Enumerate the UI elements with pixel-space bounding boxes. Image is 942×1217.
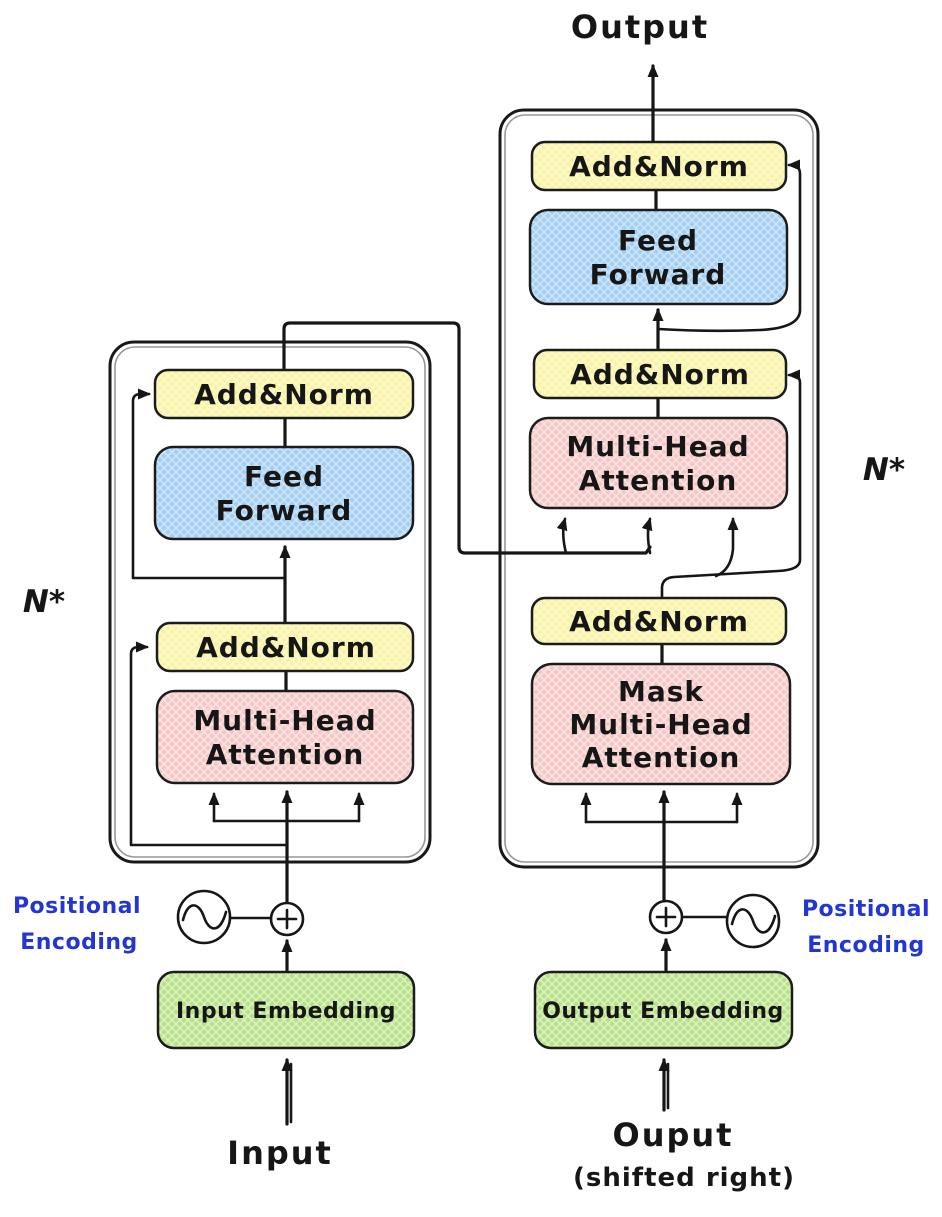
decoder-feed-forward-box xyxy=(528,208,789,306)
decoder-input-section: Positional Encoding Output Embedding Oup… xyxy=(533,893,930,1193)
output-shifted-label-2: (shifted right) xyxy=(573,1163,795,1193)
encoder-feed-forward-label-1: Feed xyxy=(244,460,324,493)
decoder-repeat-label: N* xyxy=(863,452,905,488)
decoder-feed-forward-label-1: Feed xyxy=(618,224,698,257)
decoder-cross-attn-arrow-right xyxy=(714,517,739,578)
encoder-residual-wire-top xyxy=(131,388,287,580)
encoder-to-decoder-wire xyxy=(282,321,652,555)
encoder-block: Add&Norm Feed Forward Add&Norm Multi-Hea… xyxy=(108,321,652,904)
decoder-masked-mha-label-3: Attention xyxy=(582,741,741,774)
encoder-feed-forward-label-2: Forward xyxy=(216,494,353,527)
decoder-mha-label-2: Attention xyxy=(579,464,738,497)
decoder-mha-box xyxy=(528,416,789,510)
plus-circle-icon xyxy=(269,901,305,937)
decoder-mha-residual-wire xyxy=(660,369,802,599)
decoder-feed-forward-label-2: Forward xyxy=(590,258,727,291)
encoder-input-section: Positional Encoding Input Embedding Inpu… xyxy=(13,889,416,1172)
encoder-feed-forward-box xyxy=(153,445,415,541)
decoder-add-norm-mid-box xyxy=(532,348,788,400)
decoder-masked-mha-box xyxy=(530,662,792,786)
encoder-mha-label-2: Attention xyxy=(206,738,365,771)
decoder-add-norm-bottom-label: Add&Norm xyxy=(569,605,749,638)
decoder-ff-residual-wire xyxy=(656,159,802,333)
encoder-outline xyxy=(108,340,432,864)
input-embedding-box xyxy=(156,970,416,1050)
decoder-masked-mha-label-1: Mask xyxy=(618,675,704,708)
encoder-positional-label-1: Positional xyxy=(13,894,141,919)
encoder-add-norm-top-box xyxy=(153,368,415,420)
decoder-mha-label-1: Multi-Head xyxy=(566,430,749,463)
decoder-add-norm-mid-label: Add&Norm xyxy=(570,358,750,391)
encoder-add-norm-top-label: Add&Norm xyxy=(194,378,374,411)
sine-wave-glyph xyxy=(730,908,777,934)
sine-wave-glyph xyxy=(181,904,228,930)
decoder-cross-attn-arrow-left xyxy=(556,517,568,555)
decoder-outline-sketch xyxy=(504,114,814,863)
encoder-mha-box xyxy=(155,689,415,785)
encoder-positional-label-2: Encoding xyxy=(20,930,138,955)
plus-glyph xyxy=(276,908,298,930)
sine-wave-icon xyxy=(725,893,781,949)
decoder-add-norm-top-box xyxy=(530,140,788,192)
decoder-masked-mha-label-2: Multi-Head xyxy=(569,708,752,741)
encoder-repeat-label: N* xyxy=(23,584,65,620)
decoder-add-norm-top-label: Add&Norm xyxy=(569,150,749,183)
encoder-mha-label-1: Multi-Head xyxy=(193,704,376,737)
encoder-residual-wire-bottom xyxy=(129,641,289,847)
sine-wave-icon xyxy=(176,889,232,945)
output-embedding-box xyxy=(533,970,794,1050)
encoder-outline-sketch xyxy=(114,346,426,858)
decoder-add-norm-bottom-box xyxy=(530,596,788,646)
decoder-cross-attn-arrow-center xyxy=(641,517,653,555)
output-embedding-label: Output Embedding xyxy=(542,999,784,1024)
encoder-add-norm-bottom-label: Add&Norm xyxy=(196,631,376,664)
output-top-label: Output xyxy=(571,8,709,46)
input-label: Input xyxy=(227,1134,333,1172)
output-shifted-label-1: Ouput xyxy=(613,1116,734,1154)
decoder-outline xyxy=(498,108,820,869)
decoder-positional-label-2: Encoding xyxy=(807,933,925,958)
plus-glyph xyxy=(655,906,677,928)
decoder-positional-label-1: Positional xyxy=(802,897,930,922)
input-embedding-label: Input Embedding xyxy=(176,999,396,1024)
encoder-add-norm-bottom-box xyxy=(155,621,415,673)
decoder-block: Add&Norm Feed Forward Add&Norm Multi-Hea… xyxy=(498,64,820,903)
